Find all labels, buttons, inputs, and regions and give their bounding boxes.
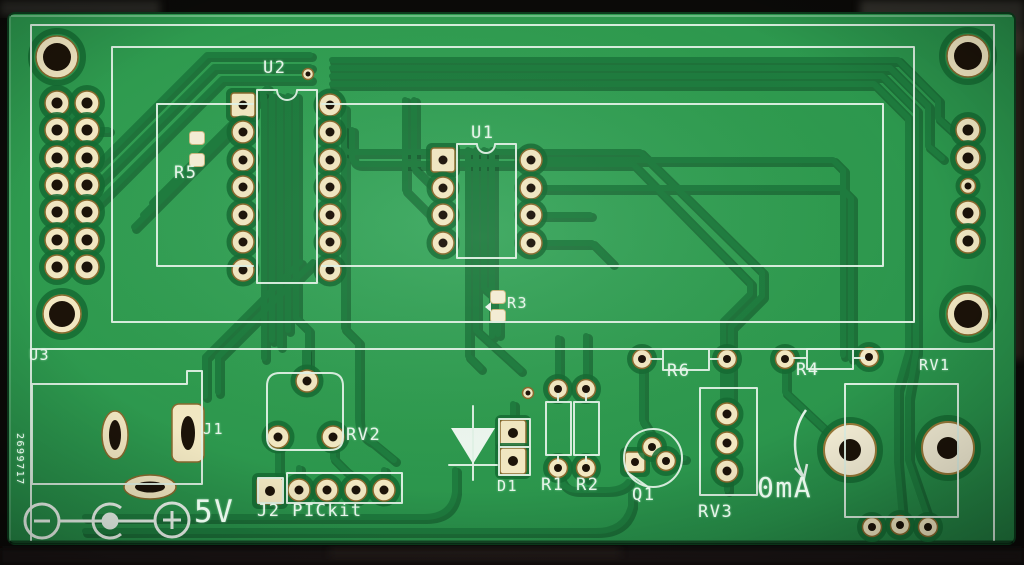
label-u3: U3 (29, 346, 51, 364)
label-q1: Q1 (632, 485, 656, 505)
label-r3: R3 (507, 294, 529, 312)
label-r2: R2 (576, 475, 600, 495)
label-serial-marking: 2699717 (14, 433, 25, 486)
label-rv1: RV1 (919, 356, 951, 374)
label-u2: U2 (263, 58, 287, 78)
label-r1: R1 (541, 475, 565, 495)
label-r6: R6 (667, 361, 691, 381)
label-current-marking: 0mA (757, 471, 813, 504)
label-u1: U1 (471, 123, 495, 143)
label-j2: J2 PICkit (257, 501, 363, 521)
label-r5: R5 (174, 163, 198, 183)
label-rv2: RV2 (346, 425, 382, 445)
label-r4: R4 (796, 360, 820, 380)
label-j1: J1 (203, 420, 225, 438)
label-voltage-marking: 5V (194, 494, 235, 530)
label-d1: D1 (497, 477, 519, 495)
label-rv3: RV3 (698, 502, 734, 522)
